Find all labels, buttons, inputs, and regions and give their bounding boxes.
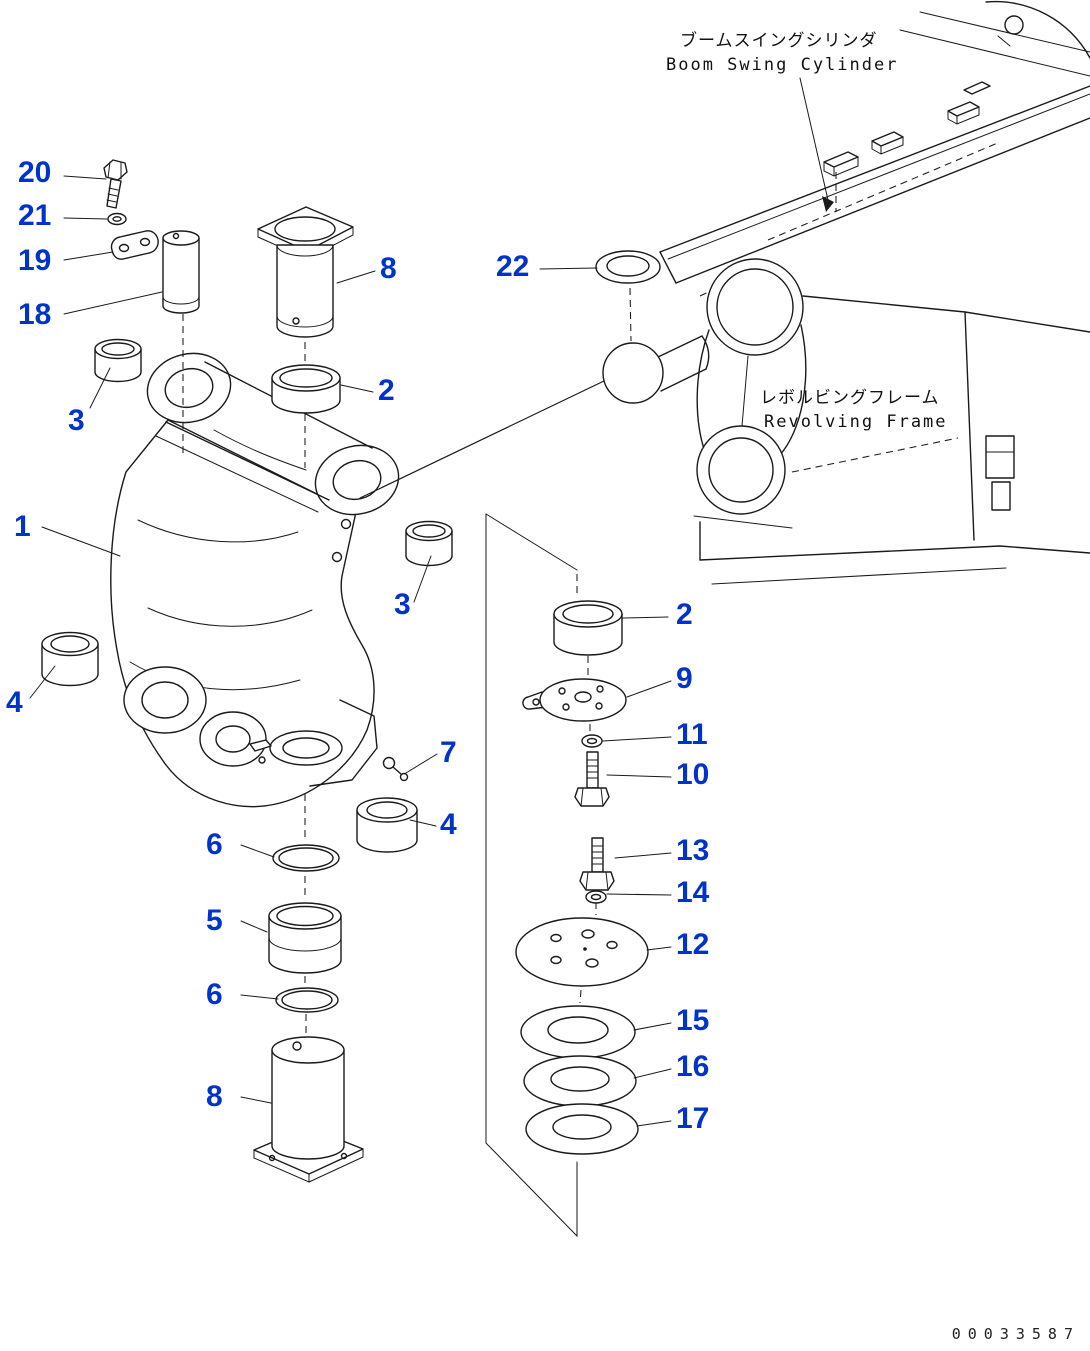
part-12-shim-plate-drawing [515, 917, 649, 987]
callout-20-bolt: 20 [18, 156, 52, 189]
part-18-pin-drawing [162, 230, 200, 314]
part-8-upper-pin-drawing [257, 206, 354, 338]
callout-14-washer: 14 [676, 876, 710, 909]
part-8-lower-pin-drawing [253, 1036, 364, 1183]
part-2-upper-bushing-drawing [271, 364, 341, 414]
document-number: 00033587 [951, 1325, 1080, 1343]
callout-18-pin: 18 [18, 298, 52, 331]
part-10-bolt-drawing [574, 751, 610, 807]
label-revolving-frame-jp: レボルビングフレーム [760, 388, 940, 408]
callout-9-plate: 9 [676, 662, 693, 695]
part-6-lower-seal-drawing [275, 987, 339, 1013]
callout-15-shim: 15 [676, 1004, 710, 1037]
callout-6-upper-seal: 6 [206, 828, 223, 861]
callout-7-grease-fitting: 7 [440, 736, 457, 769]
part-14-washer-drawing [585, 890, 607, 904]
callout-2-upper-bushing: 2 [378, 374, 395, 407]
boom-swing-cylinder-arrow [799, 77, 834, 212]
part-4-lower-right-bushing-drawing [356, 797, 418, 853]
callout-6-lower-seal: 6 [206, 978, 223, 1011]
callout-22-ring: 22 [496, 250, 530, 283]
part-3-upper-left-bushing-drawing [94, 338, 142, 383]
callout-13-bolt: 13 [676, 834, 710, 867]
callout-1-swing-bracket: 1 [14, 510, 31, 543]
callout-5-center-bushing: 5 [206, 904, 223, 937]
part-9-plate-drawing [522, 678, 627, 722]
part-20-bolt-drawing [103, 159, 128, 209]
part-11-washer-drawing [581, 734, 603, 748]
part-3-right-bushing-drawing [405, 520, 453, 567]
callout-17-shim: 17 [676, 1102, 710, 1135]
swing-bracket-drawing [110, 352, 400, 808]
part-5-center-bushing-drawing [268, 902, 342, 974]
part-4-left-bushing-drawing [41, 631, 99, 687]
part-2-column-bushing-drawing [553, 600, 623, 656]
part-6-upper-seal-drawing [272, 844, 340, 872]
label-boom-swing-cylinder-en: Boom Swing Cylinder [666, 55, 899, 75]
axis-and-boundary-lines [182, 314, 605, 1238]
part-15-shim-drawing [520, 1005, 636, 1059]
part-16-shim-drawing [523, 1055, 637, 1107]
part-22-ring-drawing [595, 250, 661, 284]
label-revolving-frame-en: Revolving Frame [764, 412, 948, 432]
callout-16-shim: 16 [676, 1050, 710, 1083]
part-21-washer-drawing [107, 212, 127, 226]
label-boom-swing-cylinder-jp: ブームスイングシリンダ [680, 31, 878, 51]
callout-3-right-bushing: 3 [394, 588, 411, 621]
callout-4-lower-bushing: 4 [440, 808, 457, 841]
part-7-grease-fitting-drawing [382, 756, 409, 782]
callout-19-stopper-plate: 19 [18, 244, 52, 277]
callout-8-lower-pin: 8 [206, 1080, 223, 1113]
callout-21-washer: 21 [18, 199, 52, 232]
part-19-stopper-plate-drawing [110, 230, 159, 260]
leader-lines [29, 175, 672, 1127]
callout-12-shim-plate: 12 [676, 928, 710, 961]
callout-3-upper-left: 3 [68, 404, 85, 437]
callout-2-column-bushing: 2 [676, 598, 693, 631]
revolving-frame-drawing [602, 0, 1090, 585]
callout-11-washer: 11 [676, 718, 708, 751]
part-13-bolt-drawing [579, 837, 615, 891]
callout-8-upper-pin: 8 [380, 252, 397, 285]
callout-4-left-bushing: 4 [6, 686, 23, 719]
callout-10-bolt: 10 [676, 758, 710, 791]
part-17-shim-drawing [525, 1103, 639, 1155]
